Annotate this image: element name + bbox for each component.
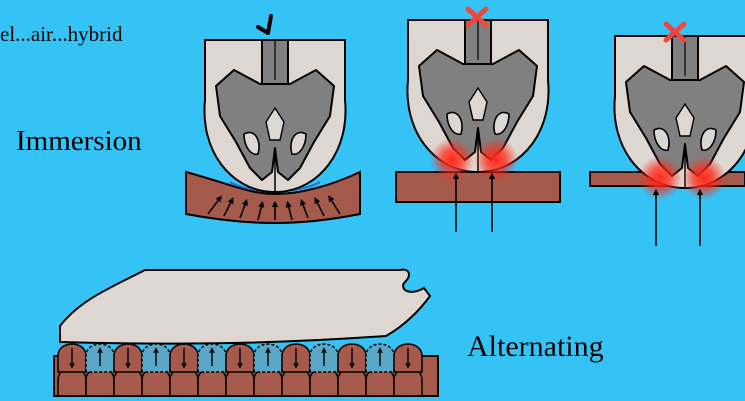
pelvis-figure-thin (614, 36, 745, 188)
air-cells (58, 344, 422, 396)
immersion-panel (186, 16, 360, 223)
leg-figure (60, 270, 430, 344)
checkmark-icon (258, 16, 271, 33)
pressure-point-right (474, 138, 518, 182)
thin-surface-panel (590, 24, 745, 246)
pressure-point-left (638, 156, 682, 200)
firm-surface-panel (396, 9, 560, 232)
pressure-point-right (682, 156, 726, 200)
firm-mattress (396, 172, 560, 202)
alternating-panel (54, 270, 438, 396)
pelvis-figure-immersed (204, 40, 345, 192)
thin-pressure-arrows (656, 192, 700, 246)
pressure-point-left (430, 138, 474, 182)
